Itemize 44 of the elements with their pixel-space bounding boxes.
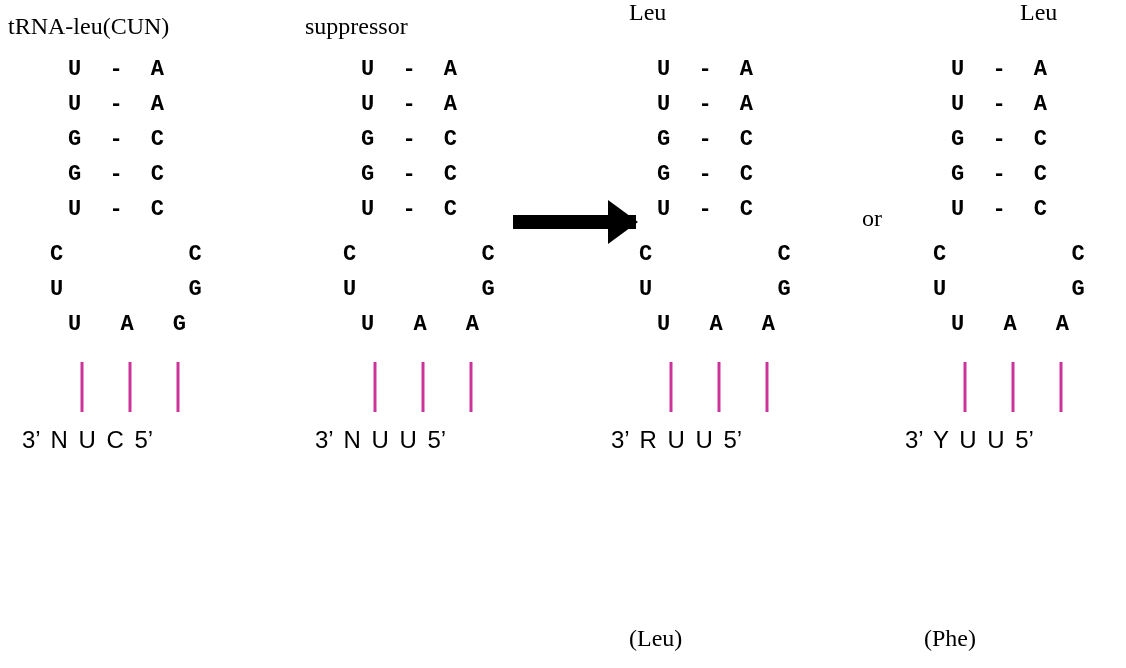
base-letters: U G <box>50 278 202 301</box>
note-text: or <box>862 204 882 232</box>
codon-text: 3’ N U C 5’ <box>22 426 154 454</box>
base-letters: U G <box>933 278 1085 301</box>
base-letters: U A A <box>951 313 1069 336</box>
base-letters: G - C <box>361 128 457 151</box>
base-letters: G - C <box>657 163 753 186</box>
base-letters: U - A <box>68 58 164 81</box>
base-letters: U A A <box>657 313 775 336</box>
codon-text: 3’ N U U 5’ <box>315 426 447 454</box>
codon-text: 3’ Y U U 5’ <box>905 426 1034 454</box>
base-letters: G - C <box>951 128 1047 151</box>
base-letters: U - C <box>68 198 164 221</box>
panel-heading: Leu <box>1020 0 1058 26</box>
base-letters: U - A <box>361 93 457 116</box>
base-letters: C C <box>343 243 495 266</box>
arrow <box>513 200 638 244</box>
base-letters: U - C <box>951 198 1047 221</box>
base-letters: G - C <box>68 163 164 186</box>
base-letters: G - C <box>361 163 457 186</box>
base-letters: C C <box>639 243 791 266</box>
note-text: (Phe) <box>924 624 976 652</box>
note-text: (Leu) <box>629 624 683 652</box>
base-letters: U G <box>343 278 495 301</box>
base-letters: C C <box>50 243 202 266</box>
base-letters: U - A <box>951 93 1047 116</box>
base-letters: C C <box>933 243 1085 266</box>
base-letters: G - C <box>68 128 164 151</box>
base-letters: U - C <box>361 198 457 221</box>
base-letters: G - C <box>657 128 753 151</box>
codon-text: 3’ R U U 5’ <box>611 426 743 454</box>
base-letters: G - C <box>951 163 1047 186</box>
panel-heading: suppressor <box>305 12 408 40</box>
base-letters: U A A <box>361 313 479 336</box>
base-letters: U - C <box>657 198 753 221</box>
base-letters: U - A <box>68 93 164 116</box>
base-letters: U G <box>639 278 791 301</box>
base-letters: U A G <box>68 313 186 336</box>
base-letters: U - A <box>657 93 753 116</box>
base-letters: U - A <box>361 58 457 81</box>
base-letters: U - A <box>951 58 1047 81</box>
base-letters: U - A <box>657 58 753 81</box>
panel-heading: Leu <box>629 0 667 26</box>
panel-heading: tRNA-leu(CUN) <box>8 12 170 40</box>
